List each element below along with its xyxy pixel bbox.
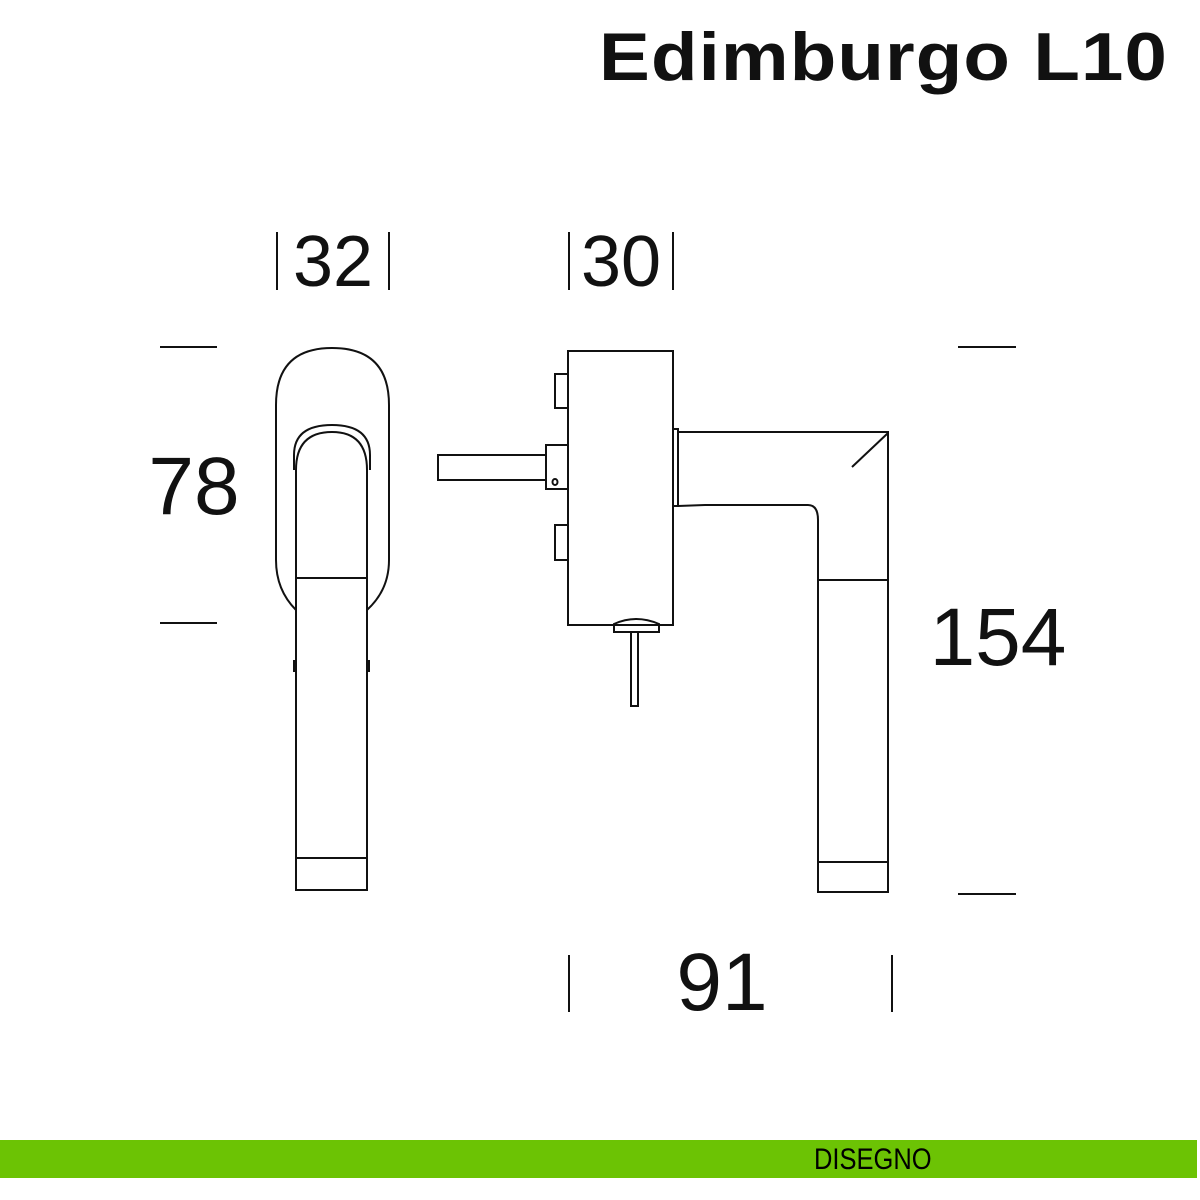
dim-30: 30 <box>568 222 674 302</box>
front-view-handle <box>275 346 390 891</box>
dim-32-label: 32 <box>293 222 373 302</box>
footer-bar: DISEGNO <box>0 1140 1197 1178</box>
dim-78-label: 78 <box>148 441 239 532</box>
dim-78: 78 <box>148 346 240 624</box>
dim-91-label: 91 <box>676 937 767 1028</box>
dim-154-label: 154 <box>930 592 1067 683</box>
product-title: Edimburgo L10 <box>599 19 1168 95</box>
dim-32: 32 <box>276 222 390 302</box>
side-view-handle <box>437 350 889 893</box>
dim-30-label: 30 <box>581 222 661 302</box>
footer-label: DISEGNO <box>814 1143 932 1176</box>
dim-154: 154 <box>930 346 1067 895</box>
dim-91: 91 <box>568 937 893 1028</box>
